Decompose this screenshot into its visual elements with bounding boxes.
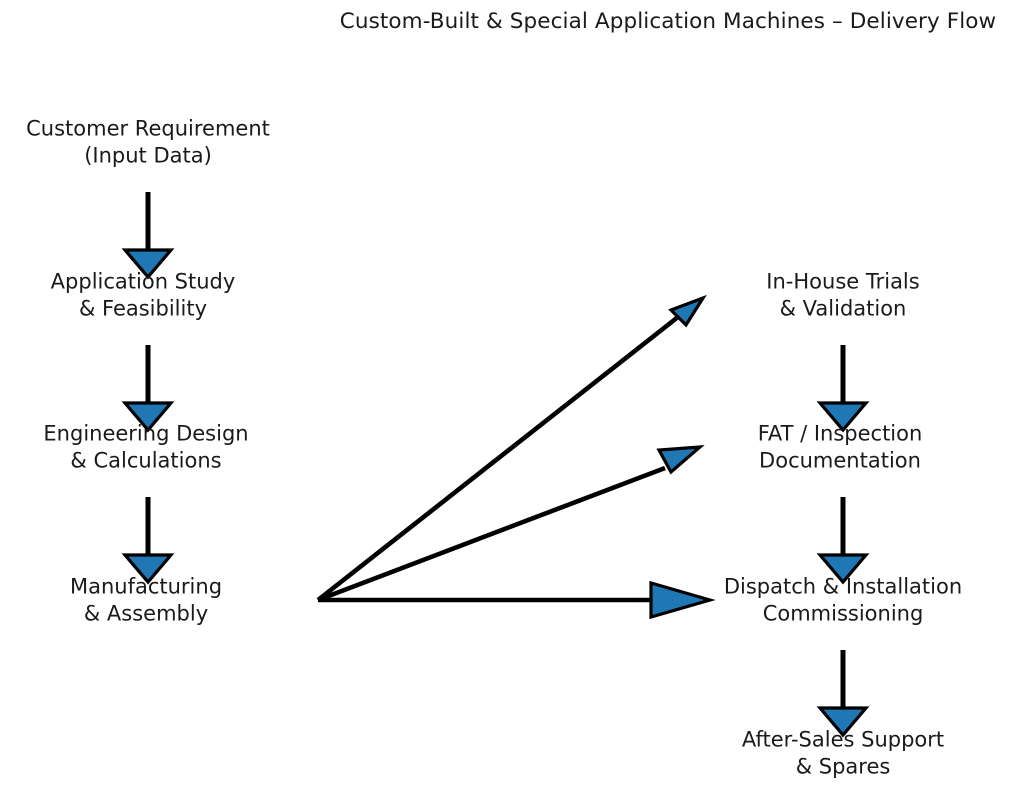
arrow-manufacturing-to-in-house-trials — [316, 294, 707, 602]
arrow-engineering-design-to-manufacturing — [121, 497, 175, 585]
arrow-customer-requirement-to-application-study — [121, 192, 175, 280]
node-fat-inspection-line1: FAT / Inspection — [757, 421, 923, 446]
node-after-sales-line1: After-Sales Support — [741, 727, 945, 752]
arrow-manufacturing-to-fat-inspection — [317, 445, 705, 603]
node-application-study-line1: Application Study — [50, 269, 236, 294]
arrow-application-study-to-engineering-design — [121, 345, 175, 433]
node-manufacturing-line1: Manufacturing — [69, 574, 223, 599]
node-in-house-trials: In-House Trials & Validation — [766, 269, 919, 322]
node-dispatch-installation-line2: Commissioning — [762, 601, 924, 625]
arrow-dispatch-installation-to-after-sales — [816, 650, 870, 738]
node-fat-inspection: FAT / Inspection Documentation — [758, 421, 923, 474]
node-after-sales: After-Sales Support & Spares — [742, 727, 944, 780]
node-after-sales-line2: & Spares — [795, 754, 891, 778]
node-dispatch-installation: Dispatch & Installation Commissioning — [724, 574, 962, 627]
arrow-fat-inspection-to-dispatch-installation — [816, 497, 870, 585]
node-engineering-design-line2: & Calculations — [70, 448, 222, 472]
node-dispatch-installation-line1: Dispatch & Installation — [723, 574, 963, 599]
arrow-manufacturing-to-dispatch-installation — [318, 580, 716, 620]
node-application-study: Application Study & Feasibility — [51, 269, 236, 322]
node-customer-requirement-line1: Customer Requirement — [26, 116, 270, 141]
node-customer-requirement-line2: (Input Data) — [84, 143, 212, 167]
node-in-house-trials-line1: In-House Trials — [766, 269, 920, 294]
node-in-house-trials-line2: & Validation — [779, 296, 907, 320]
arrow-in-house-trials-to-fat-inspection — [816, 345, 870, 433]
node-manufacturing-line2: & Assembly — [83, 601, 209, 625]
node-engineering-design-line1: Engineering Design — [43, 421, 249, 446]
node-manufacturing: Manufacturing & Assembly — [70, 574, 222, 627]
node-engineering-design: Engineering Design & Calculations — [43, 421, 248, 474]
node-application-study-line2: & Feasibility — [78, 296, 208, 320]
page-title: Custom-Built & Special Application Machi… — [339, 9, 997, 34]
node-fat-inspection-line2: Documentation — [759, 448, 921, 472]
node-customer-requirement: Customer Requirement (Input Data) — [26, 116, 270, 169]
